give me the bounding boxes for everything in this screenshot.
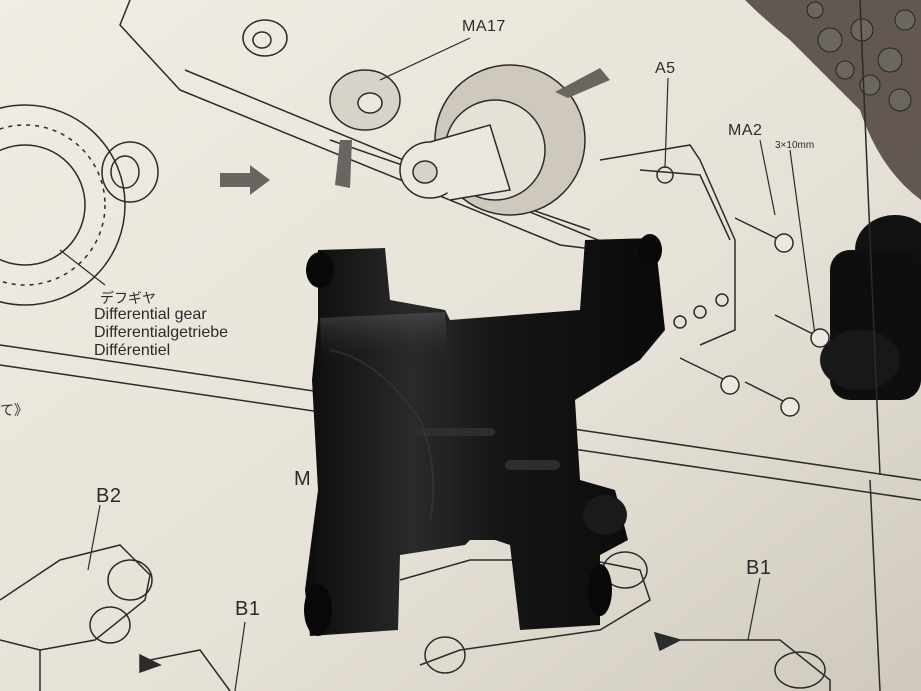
caption-french: Différentiel: [94, 342, 171, 359]
label-ma2-size: 3×10mm: [775, 140, 815, 151]
pinion-gear: [329, 69, 401, 131]
tapping-screws: [679, 217, 830, 417]
ring-gear-left: [0, 104, 126, 306]
label-m-partial: M: [294, 468, 312, 490]
lower-arm-right: [399, 551, 831, 691]
label-ma17: MA17: [462, 18, 506, 35]
label-ma2: MA2: [728, 122, 763, 139]
black-plastic-bulkhead: [304, 234, 665, 636]
direction-arrows: [220, 68, 610, 195]
bearing-left: [101, 141, 159, 203]
jp-fragment: て》: [0, 403, 28, 419]
leader-lines: [59, 37, 816, 691]
caption-german: Differentialgetriebe: [94, 324, 229, 341]
screw-bag: [745, 0, 921, 200]
label-b1-right: B1: [746, 557, 772, 579]
caption-english: Differential gear: [94, 306, 207, 323]
caption-japanese: デフギヤ: [100, 291, 156, 307]
diff-case: [399, 124, 511, 201]
label-a5: A5: [655, 60, 676, 77]
label-b1-left: B1: [235, 598, 261, 620]
label-b2: B2: [96, 485, 122, 507]
bearing-top: [242, 19, 288, 57]
lower-arm-left: [0, 544, 231, 691]
screw-pile: [806, 1, 916, 112]
